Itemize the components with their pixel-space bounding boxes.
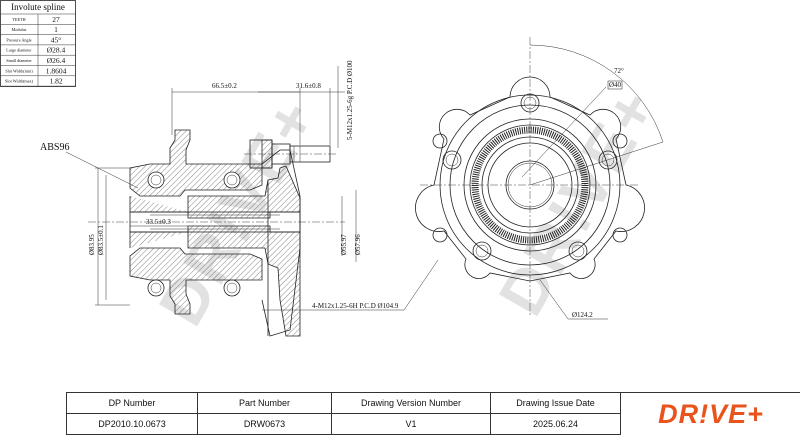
dim-diameter-2: Ø83.5±0.1	[97, 225, 105, 255]
spline-table-value: 1.8604	[46, 66, 67, 75]
housing-lower	[129, 247, 263, 315]
spline-table-label: Slot Width(min)	[5, 68, 33, 73]
title-block-header-row: DP Number Part Number Drawing Version Nu…	[67, 393, 800, 414]
bearing-balls-upper	[147, 171, 241, 189]
mount-holes	[432, 133, 628, 243]
abs-ring	[471, 126, 589, 244]
angle-label: 72°	[614, 67, 624, 75]
bolt-pattern-label: 5-M12x1.25-6g P.C.D Ø100	[346, 60, 354, 140]
spline-table-value: 1	[54, 25, 58, 34]
spline-table-label: Pressure Angle	[6, 37, 31, 42]
front-view: 72° Ø40 Ø124.2	[415, 37, 664, 320]
spline-diameter-label: Ø40	[609, 81, 622, 89]
value-drawing-version: V1	[332, 414, 491, 435]
dim-length-2: 31.6±0.8	[296, 82, 321, 90]
header-issue-date: Drawing Issue Date	[491, 393, 621, 414]
stud-holes	[442, 93, 618, 261]
pilot-diameter-label: Ø124.2	[572, 311, 593, 319]
hub-face	[463, 118, 597, 252]
header-part-number: Part Number	[198, 393, 332, 414]
spline-table-label: Modulus	[12, 27, 27, 32]
dim-diameter-1: Ø83.95	[88, 234, 96, 255]
spline-table-value: 1.82	[49, 77, 62, 86]
side-section-view: ABS96 66.5±0.2 31.6±0.8 33.5±0.3 Ø83.95 …	[40, 60, 439, 337]
spline-table-value: 45°	[51, 35, 62, 44]
spline-table-label: Slot Width(max)	[5, 79, 34, 84]
mount-pattern-label: 4-M12x1.25-6H P.C.D Ø104.9	[312, 302, 399, 310]
header-dp-number: DP Number	[67, 393, 198, 414]
brand-logo: DR!VE+	[621, 393, 800, 436]
spline-table-value: Ø28.4	[47, 46, 66, 55]
value-issue-date: 2025.06.24	[491, 414, 621, 435]
dim-diameter-4: Ø57.96	[354, 234, 362, 255]
wheel-stud	[244, 139, 338, 169]
bearing-balls-lower	[147, 279, 241, 297]
flange-outline	[415, 76, 645, 282]
header-drawing-version: Drawing Version Number	[332, 393, 491, 414]
dim-bore: 33.5±0.3	[146, 218, 171, 226]
abs-sensor-label: ABS96	[40, 142, 69, 153]
spline-table-value: Ø26.4	[47, 56, 66, 65]
spline-table-label: Large diameter	[6, 48, 32, 53]
dim-length-1: 66.5±0.2	[212, 82, 237, 90]
spline-table-label: TEETH	[12, 17, 25, 22]
value-part-number: DRW0673	[198, 414, 332, 435]
hub-lower	[129, 225, 301, 337]
spline-hole	[505, 160, 555, 210]
spline-table-value: 27	[52, 15, 60, 24]
spline-table-label: Small diameter	[6, 58, 32, 63]
value-dp-number: DP2010.10.0673	[67, 414, 198, 435]
spline-table-title: Involute spline	[11, 2, 65, 12]
hub-upper	[129, 165, 301, 219]
brand-logo-text: DR!VE+	[658, 399, 764, 429]
title-block: DP Number Part Number Drawing Version Nu…	[66, 392, 800, 435]
dim-diameter-3: Ø55.97	[340, 234, 348, 255]
spline-bore	[129, 211, 301, 233]
flange-circle	[439, 94, 621, 276]
